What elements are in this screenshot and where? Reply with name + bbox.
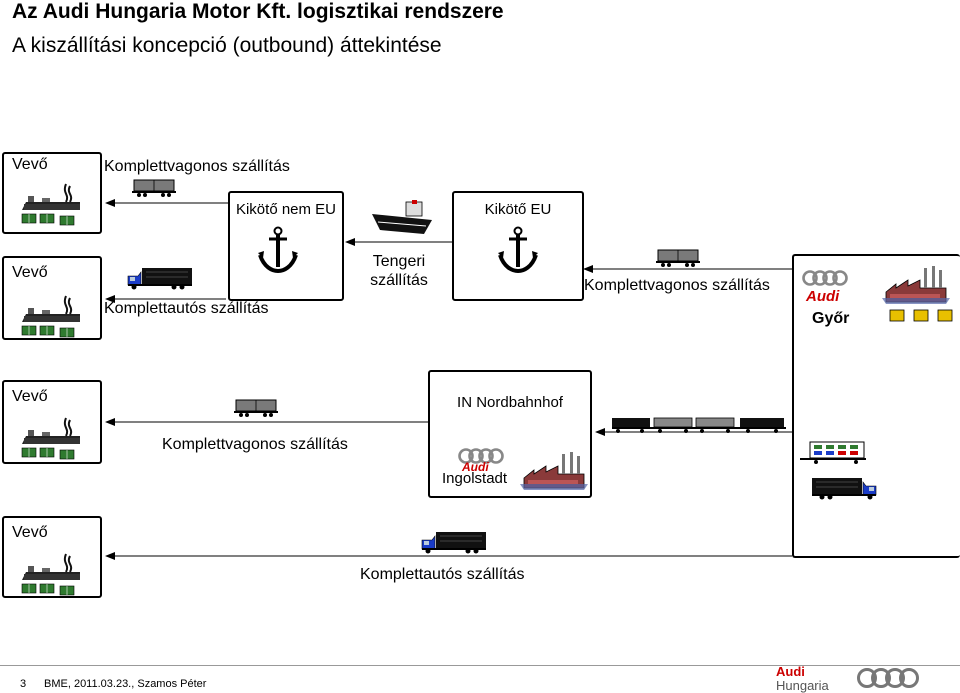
gyor-label: Győr	[812, 310, 850, 327]
audi-rings-logo	[857, 668, 919, 688]
ship-icon	[372, 200, 432, 234]
warehouse-icon	[21, 295, 81, 338]
wagon-icon	[655, 249, 701, 268]
truck-icon	[127, 267, 193, 290]
warehouse-icon	[21, 183, 81, 226]
row2-rail-label: Komplettvagonos szállítás	[584, 277, 770, 294]
customer-label: Vevő	[12, 524, 48, 541]
customer-box-3: Vevő	[2, 380, 102, 464]
factory-icon	[881, 265, 951, 305]
footer-divider	[0, 665, 960, 666]
row1-transport-label: Komplettvagonos szállítás	[104, 158, 290, 175]
crates-icon	[889, 309, 953, 322]
audi-wordmark: Audi	[806, 288, 840, 305]
row3-transport-label: Komplettvagonos szállítás	[162, 436, 348, 453]
station-label: IN Nordbahnhof	[457, 394, 563, 411]
warehouse-icon	[21, 417, 81, 460]
page-title: Az Audi Hungaria Motor Kft. logisztikai …	[12, 0, 504, 23]
row4-transport-label: Komplettautós szállítás	[360, 566, 525, 583]
ingolstadt-label: Ingolstadt	[442, 470, 508, 487]
truck-icon	[421, 531, 487, 554]
wagon-icon	[131, 179, 177, 198]
customer-box-4: Vevő	[2, 516, 102, 598]
anchor-icon	[496, 225, 540, 273]
footer-brand-line1: Audi	[776, 664, 805, 679]
page-number: 3	[20, 678, 27, 690]
car-transporter-icon	[800, 441, 866, 464]
customer-box-2: Vevő	[2, 256, 102, 340]
ingolstadt-station-box: IN Nordbahnhof Audi Ingolstadt	[428, 370, 592, 498]
warehouse-icon	[21, 553, 81, 596]
wagon-icon	[233, 399, 279, 418]
port-non-eu-label: Kikötő nem EU	[235, 201, 337, 218]
truck-icon	[811, 477, 877, 500]
footer-author: BME, 2011.03.23., Szamos Péter	[44, 678, 207, 690]
row2-truck-label: Komplettautós szállítás	[104, 300, 269, 317]
audi-wordmark: Audi	[462, 460, 489, 474]
customer-label: Vevő	[12, 388, 48, 405]
port-eu-label: Kikötő EU	[484, 201, 552, 218]
customer-box-1: Vevő	[2, 152, 102, 234]
audi-rings-logo	[802, 270, 848, 286]
anchor-icon	[256, 225, 300, 273]
train-icon	[612, 417, 786, 433]
port-non-eu-box: Kikötő nem EU	[228, 191, 344, 301]
factory-icon	[519, 451, 589, 491]
customer-label: Vevő	[12, 156, 48, 173]
page-subtitle: A kiszállítási koncepció (outbound) átte…	[12, 34, 442, 57]
footer-brand-line2: Hungaria	[776, 678, 829, 693]
port-eu-box: Kikötő EU	[452, 191, 584, 301]
gyor-plant-box: Audi Győr	[792, 254, 960, 558]
customer-label: Vevő	[12, 264, 48, 281]
sea-transport-line1: Tengeri	[372, 253, 426, 270]
sea-transport-line2: szállítás	[370, 272, 428, 289]
